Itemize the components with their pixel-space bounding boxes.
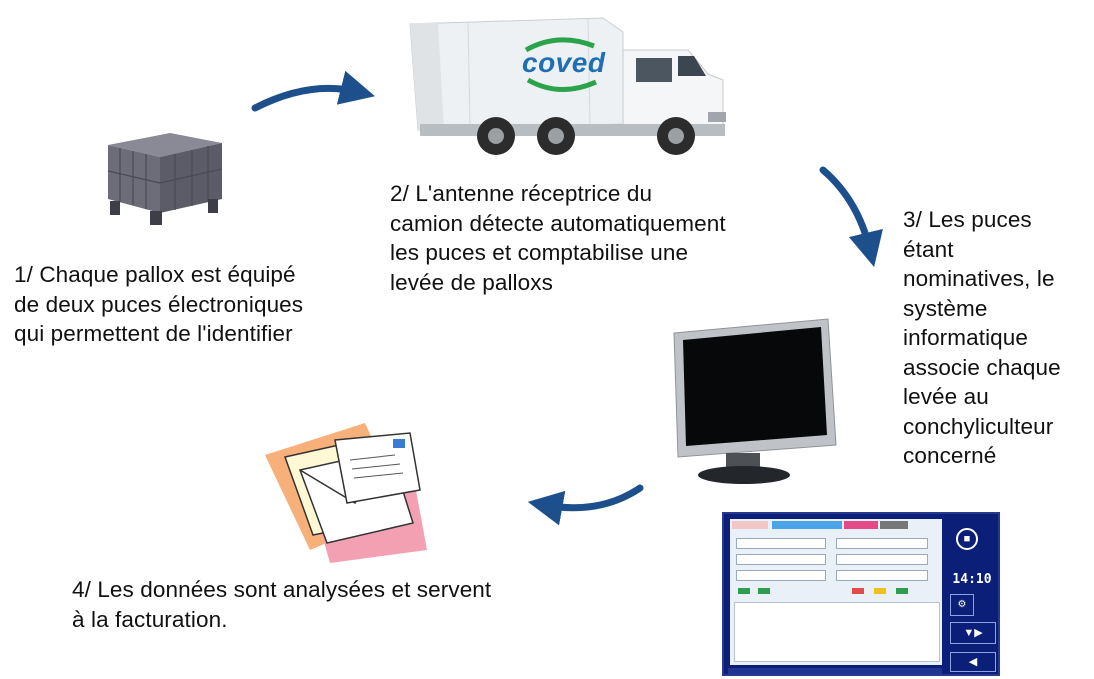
terminal-tab[interactable] <box>772 521 842 529</box>
caption-line: 3/ Les puces <box>903 207 1032 232</box>
arrow-3-to-4 <box>527 484 644 526</box>
computer-monitor-image <box>673 318 837 484</box>
caption-line: de deux puces électroniques <box>14 291 304 317</box>
terminal-tab[interactable] <box>880 521 908 529</box>
truck-logo: coved <box>522 47 606 78</box>
caption-line: à la facturation. <box>72 606 228 632</box>
terminal-field[interactable] <box>736 538 826 549</box>
caption-line: étant <box>903 236 954 262</box>
arrow-2-to-3 <box>819 166 883 268</box>
caption-line: levée de palloxs <box>390 269 553 295</box>
terminal-log-area <box>734 602 940 662</box>
terminal-clock: 14:10 <box>952 572 992 587</box>
caption-line: concerné <box>903 443 997 468</box>
caption-line: levée au <box>903 384 989 409</box>
caption-line: informatique <box>903 325 1029 350</box>
envelopes-image <box>265 423 427 563</box>
garbage-truck-image <box>409 17 726 155</box>
status-indicator <box>738 588 750 594</box>
caption-line: nominatives, le <box>903 266 1055 291</box>
settings-icon[interactable]: ⚙ <box>950 594 974 616</box>
step-1-caption: 1/ Chaque pallox est équipé de deux puce… <box>14 260 303 349</box>
terminal-field[interactable] <box>736 554 826 565</box>
status-indicator <box>852 588 864 594</box>
step-4-caption: 4/ Les données sont analysées et servent… <box>72 575 491 634</box>
terminal-field[interactable] <box>836 554 928 565</box>
caption-line: qui permettent de l'identifier <box>14 321 293 346</box>
terminal-tab[interactable] <box>844 521 878 529</box>
caption-line: camion détecte automatiquement <box>390 210 726 236</box>
terminal-bottom-bar <box>728 668 942 674</box>
step-2-caption: 2/ L'antenne réceptrice du camion détect… <box>390 179 726 297</box>
caption-line: système <box>903 295 988 321</box>
lock-icon[interactable]: ■ <box>956 528 978 550</box>
step-3-caption: 3/ Les puces étant nominatives, le systè… <box>903 205 1061 471</box>
caption-line: 1/ Chaque pallox est équipé <box>14 262 296 287</box>
terminal-field[interactable] <box>836 538 928 549</box>
onboard-terminal: ■ 14:10 ⚙ ▼▶ ◀ <box>722 512 1000 676</box>
caption-line: les puces et comptabilise une <box>390 240 689 265</box>
volume-down-icon[interactable]: ◀ <box>950 652 996 672</box>
status-indicator <box>896 588 908 594</box>
terminal-tab[interactable] <box>732 521 768 529</box>
status-indicator <box>758 588 770 594</box>
caption-line: 2/ L'antenne réceptrice du <box>390 181 653 206</box>
caption-line: conchyliculteur <box>903 413 1054 439</box>
caption-line: 4/ Les données sont analysées et servent <box>72 577 492 602</box>
volume-up-icon[interactable]: ▼▶ <box>950 622 996 644</box>
status-indicator <box>874 588 886 594</box>
terminal-field[interactable] <box>836 570 928 581</box>
pallox-crate-image <box>107 133 223 225</box>
caption-line: associe chaque <box>903 354 1061 380</box>
arrow-1-to-2 <box>251 70 375 112</box>
terminal-field[interactable] <box>736 570 826 581</box>
